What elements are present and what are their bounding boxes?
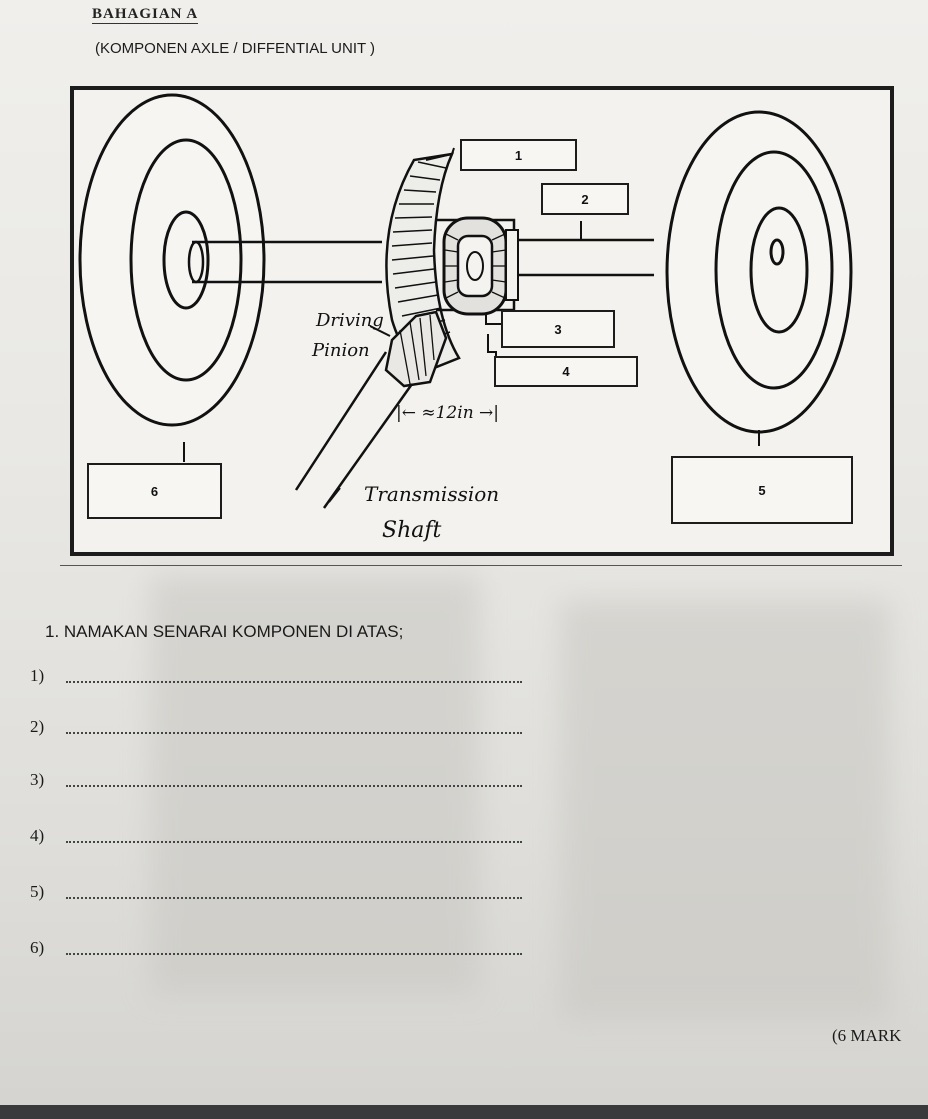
right-wheel-hub bbox=[749, 206, 809, 334]
spider-gear bbox=[466, 251, 484, 281]
answer-line[interactable] bbox=[66, 897, 522, 899]
answer-number: 3) bbox=[30, 770, 45, 789]
left-axle-shaft bbox=[192, 240, 382, 284]
answer-number: 5) bbox=[30, 882, 45, 901]
answer-row-4: 4) bbox=[30, 824, 530, 846]
propeller-shaft bbox=[294, 351, 414, 509]
answer-line[interactable] bbox=[66, 953, 522, 955]
callout-box-3: 3 bbox=[501, 310, 615, 348]
diagram-drawing bbox=[78, 93, 853, 509]
transmission-arrow bbox=[328, 487, 341, 503]
left-wheel-inner bbox=[129, 138, 243, 382]
answer-number: 2) bbox=[30, 717, 45, 736]
right-wheel-inner bbox=[714, 150, 834, 390]
callout-box-2: 2 bbox=[541, 183, 629, 215]
side-gear bbox=[456, 234, 494, 298]
driving-pinion-label-line1: Driving bbox=[316, 310, 384, 331]
answer-row-2: 2) bbox=[30, 715, 530, 737]
desk-edge bbox=[0, 1105, 928, 1119]
answer-row-5: 5) bbox=[30, 880, 530, 902]
marks-label: (6 MARK bbox=[832, 1026, 902, 1045]
left-wheel-outer bbox=[78, 93, 266, 427]
axle-differential-diagram: 1 2 3 4 5 6 Driving Pinion |← ≈12in →| T… bbox=[70, 86, 894, 556]
callout-box-6: 6 bbox=[87, 463, 222, 519]
left-wheel-hub bbox=[162, 210, 210, 310]
answer-number: 1) bbox=[30, 666, 45, 685]
transmission-label: Transmission bbox=[364, 482, 500, 506]
section-title: BAHAGIAN A bbox=[92, 6, 199, 24]
answer-number: 6) bbox=[30, 938, 45, 957]
background-shadow bbox=[560, 600, 890, 1020]
right-axle-shaft bbox=[514, 238, 654, 277]
answer-row-3: 3) bbox=[30, 768, 530, 790]
right-wheel-bolt bbox=[769, 238, 785, 266]
answer-row-1: 1) bbox=[30, 664, 530, 686]
carrier-bearing bbox=[505, 229, 519, 301]
dimension-label: |← ≈12in →| bbox=[396, 403, 500, 423]
driving-pinion-label-line2: Pinion bbox=[312, 340, 370, 361]
answer-line[interactable] bbox=[66, 732, 522, 734]
callout-box-1: 1 bbox=[460, 139, 577, 171]
answer-line[interactable] bbox=[66, 841, 522, 843]
figure-subtitle: (KOMPONEN AXLE / DIFFENTIAL UNIT ) bbox=[95, 40, 376, 57]
callout-box-5: 5 bbox=[671, 456, 853, 524]
answer-number: 4) bbox=[30, 826, 45, 845]
driving-pinion-arrow bbox=[369, 325, 391, 337]
leader-1 bbox=[425, 147, 455, 161]
answer-line[interactable] bbox=[66, 681, 522, 683]
answer-line[interactable] bbox=[66, 785, 522, 787]
question-text: 1. NAMAKAN SENARAI KOMPONEN DI ATAS; bbox=[45, 622, 404, 641]
callout-box-4: 4 bbox=[494, 356, 638, 387]
answer-row-6: 6) bbox=[30, 936, 530, 958]
divider-line bbox=[60, 565, 902, 566]
shaft-label: Shaft bbox=[382, 518, 442, 543]
